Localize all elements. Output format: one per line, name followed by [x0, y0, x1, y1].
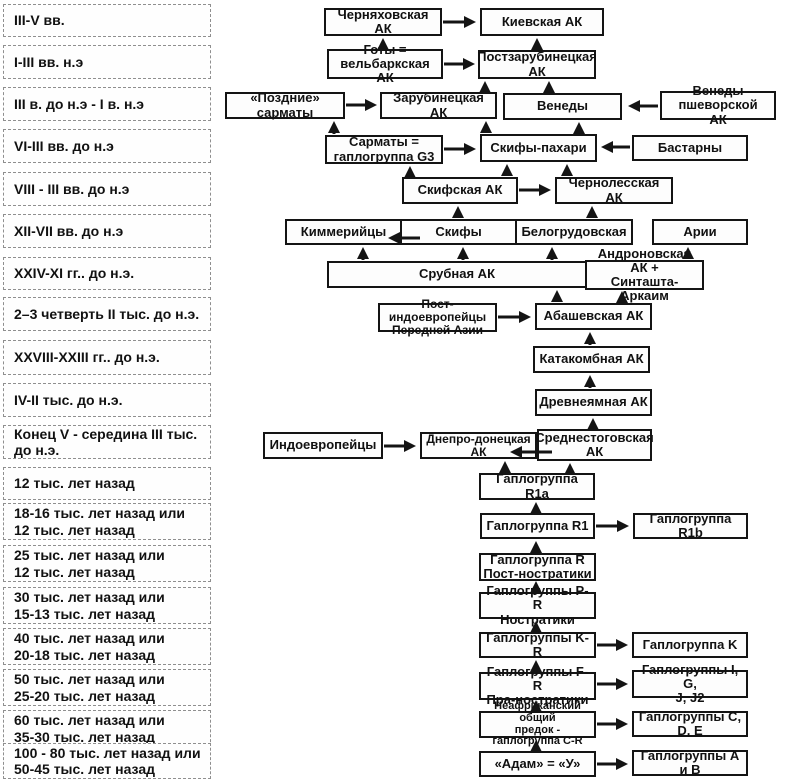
- timeline-item: III-V вв.: [3, 4, 211, 37]
- node-katakombnaya-ak: Катакомбная АК: [533, 346, 650, 373]
- node-skify-pakhari: Скифы-пахари: [480, 134, 597, 162]
- node-andronovskaya-sintashta: Андроновская АК + Синташта-Аркаим: [585, 246, 704, 303]
- node-chernyakhovskaya-ak: Черняховская АК: [324, 7, 442, 36]
- node-gaplogruppa-r1a: Гаплогруппа R1a: [479, 472, 595, 500]
- node-belogrudovskaya: Белогрудовская: [515, 219, 633, 245]
- node-venedy: Венеды: [503, 93, 622, 120]
- node-skifskaya-ak: Скифская АК: [402, 177, 518, 204]
- node-indoevropeycy: Индоевропейцы: [263, 432, 383, 459]
- timeline-item: Конец V - середина III тыс. до н.э.: [3, 425, 211, 459]
- timeline-item: XXVIII-XXIII гг.. до н.э.: [3, 340, 211, 375]
- timeline-item: 60 тыс. лет назад или 35-30 тыс. лет наз…: [3, 710, 211, 747]
- node-bastarny: Бастарны: [632, 135, 748, 161]
- node-adam-y: «Адам» = «У»: [479, 751, 596, 777]
- timeline-item: 40 тыс. лет назад или 20-18 тыс. лет наз…: [3, 628, 211, 665]
- timeline-item: 100 - 80 тыс. лет назад или 50-45 тыс. л…: [3, 743, 211, 779]
- node-srubnaya-ak: Срубная АК: [327, 261, 587, 288]
- timeline-item: I-III вв. н.э: [3, 45, 211, 79]
- node-gaplogruppy-pr-nostratiki: Гаплогруппы P-R Ностратики: [479, 584, 596, 626]
- node-venedy-pshevorskoy-ak: Венеды пшеворской АК: [660, 84, 776, 126]
- node-gaplogruppa-k: Гаплогруппа K: [632, 632, 748, 658]
- node-kievskaya-ak: Киевская АК: [480, 8, 604, 36]
- node-zarubineckaya-ak: Зарубинецкая АК: [380, 91, 497, 119]
- node-gaplogruppa-r-postnostratiki: Гаплогруппа R Пост-ностратики: [479, 552, 596, 581]
- node-drevneyamnaya-ak: Древнеямная АК: [535, 389, 652, 416]
- node-gaplogruppy-c-d-e: Гаплогруппы C, D, E: [632, 709, 748, 738]
- node-arii: Арии: [652, 219, 748, 245]
- node-pozdnie-sarmaty: «Поздние» сарматы: [225, 91, 345, 119]
- node-post-indoevropeycy: Пост-индоевропейцы Передней Азии: [378, 298, 497, 336]
- timeline-item: 12 тыс. лет назад: [3, 467, 211, 500]
- node-gaplogruppa-r1: Гаплогруппа R1: [480, 513, 595, 539]
- node-goty-velbarskaya-ak: Готы = вельбаркская АК: [327, 42, 443, 85]
- timeline-item: 30 тыс. лет назад или 15-13 тыс. лет наз…: [3, 587, 211, 624]
- node-neafrikanskiy-predok-cr: Неафриканский общий предок - гаплогруппа…: [479, 700, 596, 747]
- node-dnepro-doneckaya-ak: Днепро-донецкая АК: [420, 432, 537, 459]
- node-srednestogovskaya-ak: Среднестоговская АК: [535, 429, 654, 461]
- node-gaplogruppy-kr: Гаплогруппы K-R: [479, 630, 596, 659]
- timeline-item: 18-16 тыс. лет назад или 12 тыс. лет наз…: [3, 503, 211, 540]
- timeline-item: III в. до н.э - I в. н.э: [3, 87, 211, 121]
- node-chernolesskaya-ak: Чернолесская АК: [555, 176, 673, 204]
- timeline-item: VI-III вв. до н.э: [3, 129, 211, 163]
- timeline-item: 25 тыс. лет назад или 12 тыс. лет назад: [3, 545, 211, 582]
- node-gaplogruppy-fr-pranostratiki: Гаплогруппы F-R Пра-ностратики: [479, 664, 596, 707]
- timeline-item: XII-VII вв. до н.э: [3, 214, 211, 248]
- timeline-item: IV-II тыс. до н.э.: [3, 383, 211, 417]
- node-gaplogruppy-a-b: Гаплогруппы A и B: [632, 748, 748, 777]
- node-gaplogruppa-r1b: Гаплогруппа R1b: [633, 511, 748, 540]
- node-sarmaty-gaplogruppa-g3: Сарматы = гаплогруппа G3: [325, 135, 443, 164]
- timeline-item: XXIV-XI гг.. до н.э.: [3, 257, 211, 290]
- node-postzarubineckaya-ak: Постзарубинецкая АК: [477, 49, 597, 79]
- node-kimmeriycy: Киммерийцы: [285, 219, 402, 245]
- timeline-item: VIII - III вв. до н.э: [3, 172, 211, 206]
- node-skify: Скифы: [400, 219, 517, 245]
- node-gaplogruppy-i-g-j-j2: Гаплогруппы I, G, J, J2: [632, 662, 748, 705]
- node-abashevskaya-ak: Абашевская АК: [535, 303, 652, 330]
- timeline-item: 2–3 четверть II тыс. до н.э.: [3, 297, 211, 331]
- timeline-item: 50 тыс. лет назад или 25-20 тыс. лет наз…: [3, 669, 211, 706]
